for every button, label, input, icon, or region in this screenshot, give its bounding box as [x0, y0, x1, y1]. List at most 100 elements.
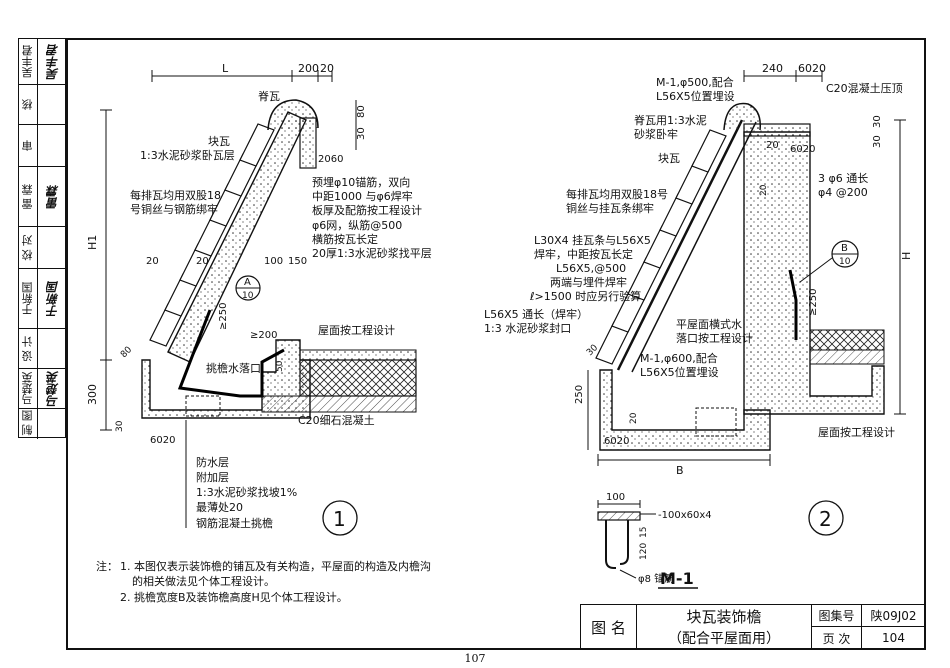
label-ridge-mortar: 砂浆卧牢 [634, 127, 678, 141]
label-outlet: 平屋面横式水 [676, 317, 742, 331]
drawing-title: 块瓦装饰檐 [686, 607, 762, 626]
sidebar-cell: 设 计 [19, 329, 67, 369]
callout-A-sheet: 10 [242, 291, 254, 301]
dim-250: ≥250 [808, 289, 819, 316]
detail-1: L 200 20 H1 300 30 80 2060 20 20 100 1 50… [86, 62, 432, 536]
m1-title: M-1 [660, 569, 694, 588]
callout-B-sheet: 10 [839, 257, 851, 267]
dim-30: 30 [872, 135, 883, 148]
dim-20: 20 [146, 256, 159, 267]
label-gutter-outlet: 挑檐水落口 [206, 361, 261, 375]
label-roof-design: 屋面按工程设计 [818, 425, 895, 439]
ridge-tile [723, 102, 761, 131]
note-2: 2. 挑檐宽度B及装饰檐高度H见个体工程设计。 [120, 590, 348, 604]
label-anchor: 板厚及配筋按工程设计 [312, 203, 422, 217]
dim-250: 250 [574, 385, 585, 404]
sidebar-cell: 马楚英马楚英 [19, 369, 67, 409]
roof-insulation [299, 359, 417, 397]
label-screed: 20厚1:3水泥砂浆找平层 [312, 246, 432, 260]
dim-20: 20 [629, 412, 639, 424]
label-ridge-mortar: 脊瓦用1:3水泥 [634, 113, 707, 127]
label-angle-long: L56X5 通长（焊牢） [484, 307, 588, 321]
label-mesh: φ6网，纵筋@500 [312, 218, 402, 232]
dim-6020: 6020 [150, 435, 175, 446]
m1-plate: -100x60x4 [658, 510, 712, 521]
parapet-wall [743, 131, 885, 415]
notes: 注： 1. 本图仅表示装饰檐的铺瓦及有关构造，平屋面的构造及内檐沟 的相关做法见… [96, 559, 431, 604]
tile-row [149, 123, 275, 347]
label-thinnest: 最薄处20 [196, 500, 243, 514]
label-bars: φ4 @200 [818, 186, 868, 199]
dim-30: 30 [872, 115, 883, 128]
dim-200: 200 [298, 62, 319, 75]
signature-sidebar: 吴丰君吴丰君 核 审 雷 霖雷霖 校 对 于新国于新国 设 计 马楚英马楚英 制… [18, 38, 67, 439]
label-mortar-seal: 1:3 水泥砂浆封口 [484, 321, 571, 335]
label-angle: 两端与埋件焊牢 [550, 275, 627, 289]
m1-dim-100: 100 [606, 492, 625, 503]
label-block-tile: 块瓦 [658, 152, 680, 165]
detail-1-number: 1 [333, 507, 346, 531]
label-c20-coping: C20混凝土压顶 [826, 81, 903, 95]
dim-6020: 6020 [604, 436, 629, 447]
label-roof-design: 屋面按工程设计 [318, 323, 395, 337]
m1-dim-15: 15 [639, 527, 649, 538]
dim-20: 20 [196, 256, 209, 267]
dim-240: 240 [762, 62, 783, 75]
footer-page-number: 107 [464, 652, 486, 665]
dim-20: 20 [766, 140, 779, 151]
dim-50: 50 [275, 360, 285, 372]
dim-2060: 2060 [318, 154, 343, 165]
label-mesh: 横筋按瓦长定 [312, 232, 378, 246]
note-1-cont: 的相关做法见个体工程设计。 [132, 574, 275, 588]
title-name-label: 图 名 [581, 605, 637, 649]
label-anchor: 中距1000 与φ6焊牢 [312, 189, 413, 203]
atlas-label: 图集号 [811, 605, 861, 627]
label-copper-wire: 号铜丝与钢筋绑牢 [130, 202, 218, 216]
label-bed-layer: 1:3水泥砂浆卧瓦层 [140, 148, 235, 162]
dim-100: 100 [264, 256, 283, 267]
drawing-frame [66, 38, 926, 650]
dim-80: 80 [119, 345, 134, 360]
dim-6020: 6020 [790, 144, 815, 155]
title-block: 图 名 块瓦装饰檐 （配合平屋面用） 图集号 陕09J02 页 次 104 [580, 604, 926, 650]
label-block-tile: 块瓦 [208, 135, 230, 148]
label-m1-top: L56X5位置埋设 [656, 89, 735, 103]
sidebar-cell: 审 [19, 125, 67, 167]
tile-row [595, 129, 727, 365]
label-anchor: 预埋φ10锚筋，双向 [312, 175, 410, 189]
label-slope: 1:3水泥砂浆找坡1% [196, 485, 297, 499]
label-angle: L56X5,@500 [556, 262, 626, 275]
label-additional: 附加层 [196, 470, 229, 484]
dim-80: 80 [356, 105, 367, 118]
dim-250: ≥250 [218, 303, 229, 330]
gutter [599, 369, 771, 451]
sidebar-cell: 校 对 [19, 227, 67, 269]
detail-2: 240 6020 30 30 6020 20 H ≥250 250 30 602… [484, 62, 913, 536]
label-copper-wire: 每排瓦均用双股18号 [566, 187, 668, 201]
label-bars: 3 φ6 通长 [818, 172, 868, 185]
label-ridge-tile: 脊瓦 [258, 89, 280, 103]
label-eave-slab: 钢筋混凝土挑檐 [196, 516, 273, 530]
sidebar-cell: 吴丰君吴丰君 [19, 39, 67, 85]
m1-dim-120: 120 [639, 543, 649, 560]
dim-lines [100, 70, 357, 431]
dim-6020: 6020 [798, 62, 826, 75]
label-angle: ℓ>1500 时应另行验算 [529, 289, 641, 303]
detail-1-marker [322, 500, 358, 536]
page-number: 104 [861, 627, 925, 649]
dim-30: 30 [356, 127, 367, 140]
dim-20: 20 [320, 62, 334, 75]
detail-2-number: 2 [819, 507, 832, 531]
m1-detail: 100 -100x60x4 15 120 φ8 锚筋 M-1 [597, 492, 712, 589]
label-waterproof: 防水层 [196, 455, 229, 469]
notes-prefix: 注： [96, 559, 118, 573]
dim-300: 300 [86, 384, 99, 405]
label-hanging-strip: L30X4 挂瓦条与L56X5 [534, 233, 651, 247]
label-copper-wire: 每排瓦均用双股18 [130, 188, 221, 202]
dim-L: L [222, 62, 229, 75]
dim-H1: H1 [86, 235, 99, 250]
dim-lines [587, 70, 906, 466]
dim-20: 20 [759, 184, 769, 196]
sidebar-cell: 核 [19, 85, 67, 125]
